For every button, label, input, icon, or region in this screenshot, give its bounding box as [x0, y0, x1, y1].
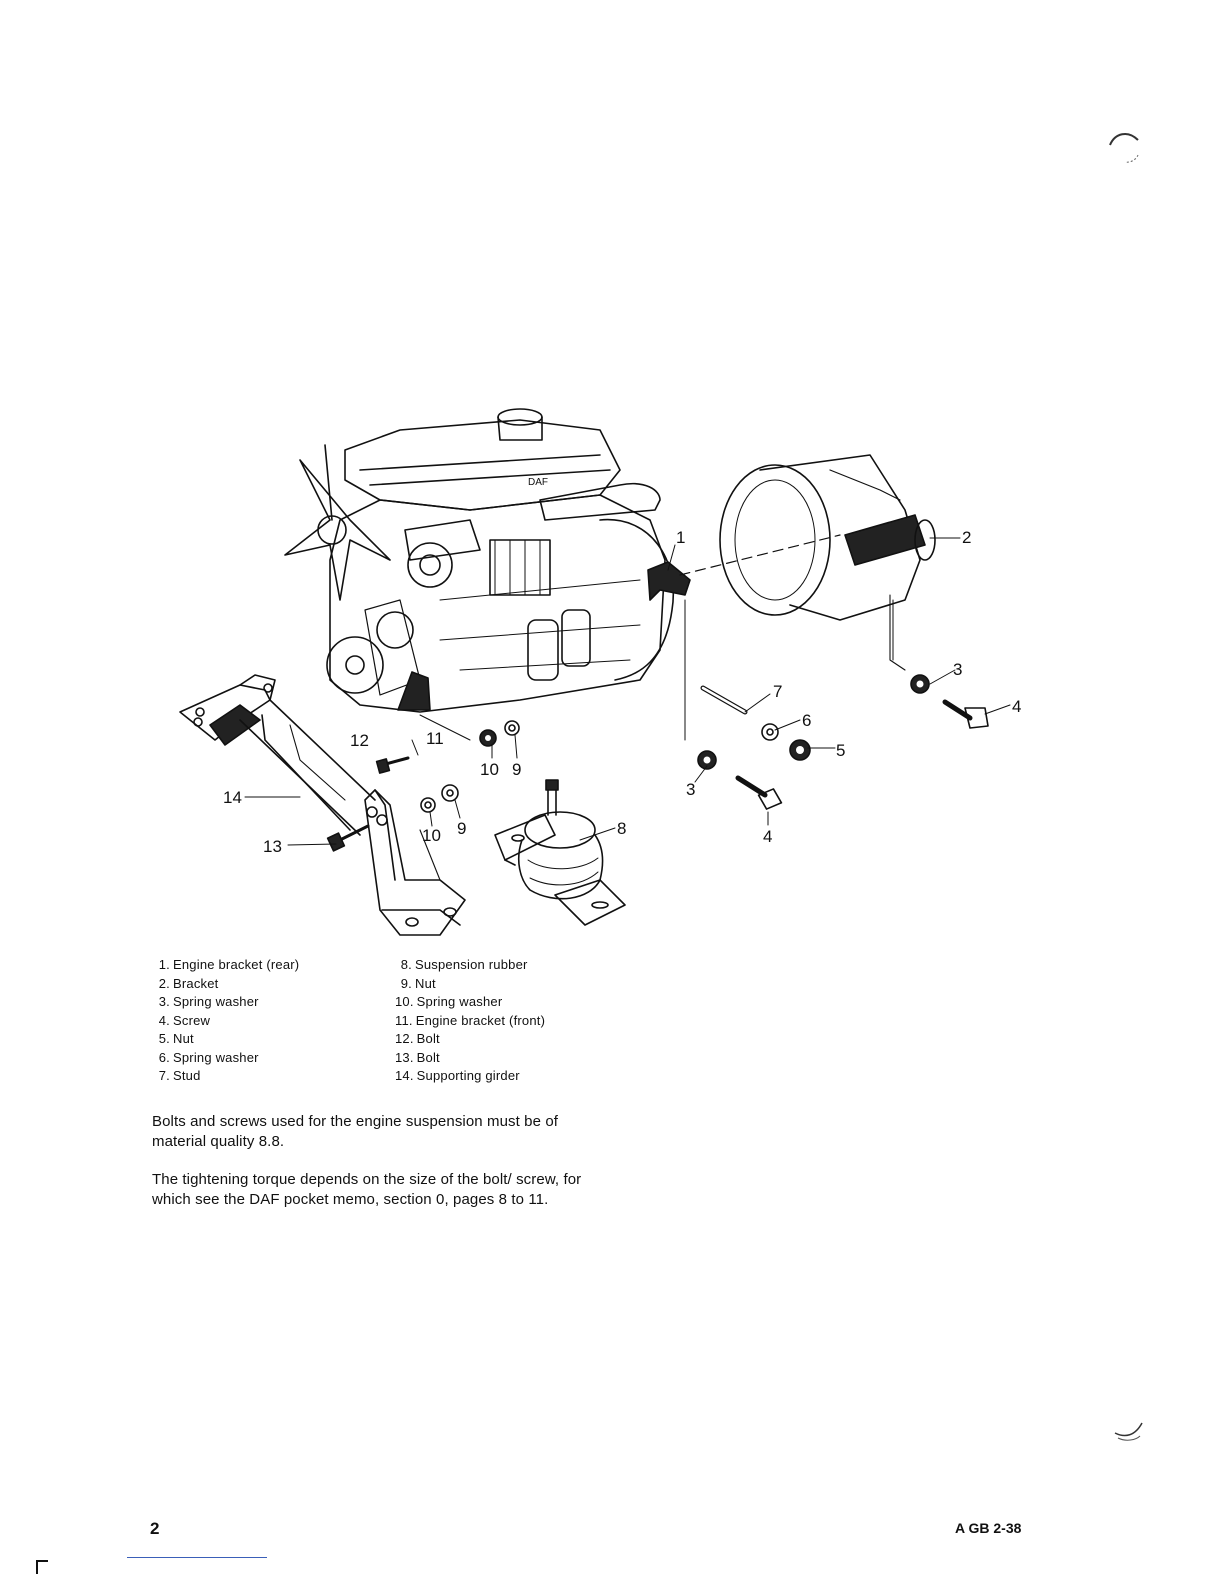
callout-7: 7	[773, 682, 782, 701]
callout-5: 5	[836, 741, 845, 760]
front-support-bracket	[364, 789, 466, 936]
legend-item: 5.Nut	[158, 1031, 194, 1046]
parts-legend-left: 1.Engine bracket (rear) 2.Bracket 3.Spri…	[153, 956, 299, 1086]
callout-3-upper: 3	[953, 660, 962, 679]
callout-9-upper: 9	[512, 760, 521, 779]
parts-legend-right: 8.Suspension rubber 9.Nut 10.Spring wash…	[395, 956, 545, 1086]
document-code: A GB 2-38	[955, 1520, 1022, 1536]
legend-item: 11.Engine bracket (front)	[395, 1012, 546, 1028]
callout-2: 2	[962, 528, 971, 547]
engine-bracket-rear	[647, 534, 841, 601]
callout-6: 6	[802, 711, 811, 730]
legend-item: 3.Spring washer	[158, 994, 259, 1009]
legend-item: 14.Supporting girder	[395, 1068, 520, 1083]
page-number: 2	[150, 1519, 160, 1538]
callout-11: 11	[426, 729, 444, 748]
legend-item: 7.Stud	[158, 1068, 201, 1083]
exploded-view-illustration: DAF	[179, 408, 1021, 936]
callout-1: 1	[676, 528, 685, 547]
callout-8: 8	[617, 819, 626, 838]
engine-brand-label: DAF	[528, 477, 548, 488]
fasteners	[326, 674, 989, 852]
tightening-torque-paragraph: The tightening torque depends on the siz…	[152, 1171, 582, 1208]
callout-12: 12	[350, 731, 369, 750]
supporting-girder	[179, 674, 376, 836]
callout-13: 13	[263, 837, 282, 856]
crop-mark	[36, 1560, 38, 1574]
engine-block: DAF	[284, 408, 674, 713]
legend-item: 9.Nut	[400, 975, 436, 991]
engine-suspension-diagram: DAF	[179, 408, 1021, 936]
gearbox-housing	[719, 454, 936, 671]
callout-10-lower: 10	[422, 826, 441, 845]
legend-item: 12.Bolt	[395, 1031, 440, 1046]
legend-item: 8.Suspension rubber	[400, 957, 528, 972]
callout-labels: 1 2 3 4 7 6 5 3 4 8 12 11 10 9 14 10 9 1…	[223, 528, 1021, 856]
scan-artifact-mark	[1114, 1422, 1143, 1441]
callout-14: 14	[223, 788, 242, 807]
callout-9-lower: 9	[457, 819, 466, 838]
suspension-rubber	[494, 779, 626, 926]
bottom-rule	[127, 1557, 267, 1558]
callout-3-lower: 3	[686, 780, 695, 799]
legend-item: 10.Spring washer	[395, 994, 503, 1009]
callout-4-upper: 4	[1012, 697, 1021, 716]
punch-hole-mark	[1109, 133, 1139, 163]
legend-item: 1.Engine bracket (rear)	[158, 957, 300, 972]
crop-mark	[36, 1560, 48, 1562]
callout-4-lower: 4	[763, 827, 772, 846]
legend-item: 6.Spring washer	[158, 1049, 259, 1065]
legend-item: 4.Screw	[158, 1012, 211, 1028]
legend-item: 2.Bracket	[158, 975, 219, 991]
legend-item: 13.Bolt	[395, 1049, 440, 1065]
callout-10-upper: 10	[480, 760, 499, 779]
material-quality-paragraph: Bolts and screws used for the engine sus…	[152, 1113, 559, 1150]
leader-lines	[244, 537, 1011, 846]
